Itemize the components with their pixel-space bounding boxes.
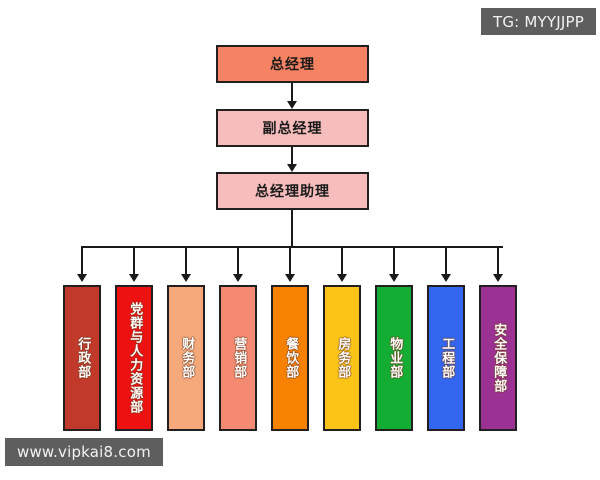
connector-bus-to-dept-5 (289, 246, 291, 274)
connector-bus-to-dept-8 (445, 246, 447, 274)
department-label: 工程部 (439, 337, 455, 379)
connector-bus-to-dept-7 (393, 246, 395, 274)
node-department-9: 安全保障部 (479, 285, 517, 431)
node-general-manager: 总经理 (216, 45, 369, 83)
arrowhead-dept-3 (181, 274, 191, 282)
connector-bus-to-dept-9 (497, 246, 499, 274)
connector-bus-to-dept-2 (133, 246, 135, 274)
node-gm-assistant: 总经理助理 (216, 172, 369, 210)
arrowhead-dept-1 (77, 274, 87, 282)
connector-assistant-to-bus (291, 210, 293, 247)
node-deputy-general-manager: 副总经理 (216, 109, 369, 147)
node-department-8: 工程部 (427, 285, 465, 431)
arrowhead-dept-8 (441, 274, 451, 282)
department-label: 物业部 (387, 337, 403, 379)
connector-bus-to-dept-3 (185, 246, 187, 274)
watermark-bottom-left: www.vipkai8.com (5, 438, 163, 466)
node-department-4: 营销部 (219, 285, 257, 431)
arrowhead-gm-to-dgm (287, 101, 297, 109)
department-label: 营销部 (231, 337, 247, 379)
connector-bus-to-dept-4 (237, 246, 239, 274)
arrowhead-dgm-to-assistant (287, 164, 297, 172)
connector-bus-to-dept-6 (341, 246, 343, 274)
connector-dgm-to-assistant (291, 147, 293, 164)
department-label: 房务部 (335, 337, 351, 379)
arrowhead-dept-6 (337, 274, 347, 282)
connector-bus-to-dept-1 (81, 246, 83, 274)
node-department-5: 餐饮部 (271, 285, 309, 431)
node-department-6: 房务部 (323, 285, 361, 431)
node-department-3: 财务部 (167, 285, 205, 431)
connector-horizontal-bus (81, 246, 503, 248)
arrowhead-dept-5 (285, 274, 295, 282)
department-label: 行政部 (75, 337, 91, 379)
department-label: 餐饮部 (283, 337, 299, 379)
department-label: 党群与人力资源部 (127, 302, 143, 414)
department-label: 安全保障部 (491, 323, 507, 393)
department-label: 财务部 (179, 337, 195, 379)
arrowhead-dept-9 (493, 274, 503, 282)
watermark-top-right: TG: MYYJJPP (480, 8, 596, 35)
arrowhead-dept-4 (233, 274, 243, 282)
arrowhead-dept-7 (389, 274, 399, 282)
node-department-1: 行政部 (63, 285, 101, 431)
connector-gm-to-dgm (291, 83, 293, 101)
arrowhead-dept-2 (129, 274, 139, 282)
node-department-7: 物业部 (375, 285, 413, 431)
node-department-2: 党群与人力资源部 (115, 285, 153, 431)
